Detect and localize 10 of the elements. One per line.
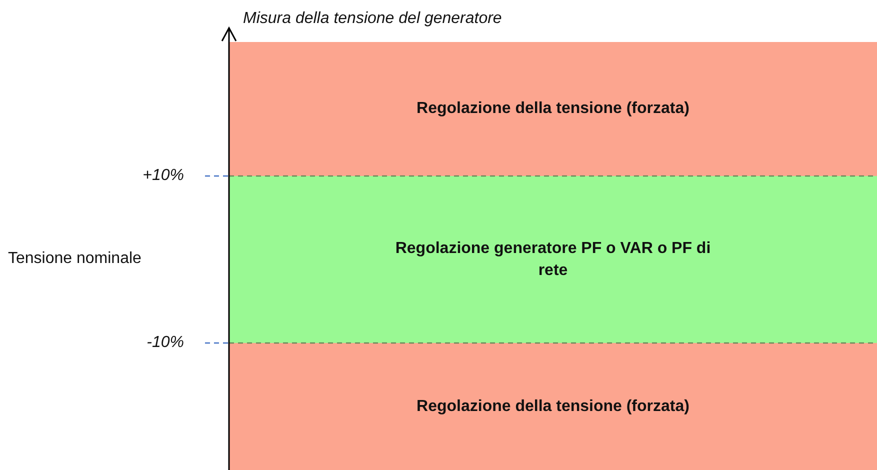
region-label: Regolazione generatore PF o VAR o PF di rete (394, 238, 712, 280)
tick-label: +10% (142, 167, 184, 185)
axis-title: Misura della tensione del generatore (243, 10, 502, 28)
region-band (229, 176, 877, 343)
region-band (229, 343, 877, 470)
region-label: Regolazione della tensione (forzata) (416, 396, 690, 416)
region-label: Regolazione della tensione (forzata) (416, 99, 690, 119)
tick-label: -10% (146, 334, 184, 352)
region-band (229, 42, 877, 176)
axis-label: Tensione nominale (8, 250, 142, 268)
